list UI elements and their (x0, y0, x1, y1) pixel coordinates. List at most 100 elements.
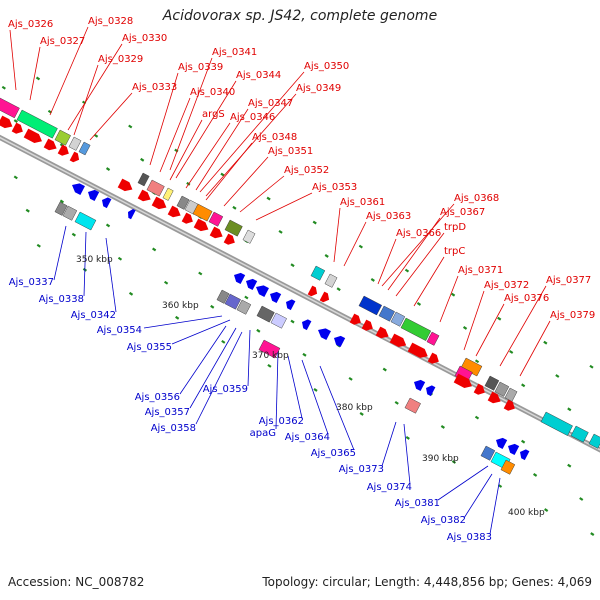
tick-dash (348, 376, 353, 381)
label-leader-lines (9, 26, 551, 535)
forward-gene-label: Ajs_0361 (340, 197, 385, 208)
kbp-label: 350 kbp (76, 255, 113, 265)
tick-dash (25, 208, 30, 213)
forward-gene-leader-line (223, 156, 269, 207)
forward-gene-label: Ajs_0352 (284, 165, 329, 176)
cog-block (216, 289, 230, 304)
forward-gene-leader-line (185, 122, 231, 189)
tick-dash (117, 256, 123, 261)
cog-block (404, 397, 421, 414)
forward-gene-leader-line (159, 97, 191, 173)
forward-gene-arrow (11, 122, 23, 134)
tick-dash (13, 119, 18, 123)
reverse-gene-arrow (234, 272, 246, 285)
tick-dash (567, 463, 572, 468)
forward-gene-leader-line (73, 64, 99, 136)
tick-dash (59, 199, 65, 204)
forward-gene-leader-line (475, 303, 505, 357)
reverse-gene-leader-line (171, 319, 231, 345)
tick-dash (186, 181, 191, 186)
reverse-gene-leader-line (319, 365, 355, 451)
reverse-gene-arrow (508, 443, 520, 456)
forward-gene-arrow (375, 326, 389, 339)
reverse-gene-label: Ajs_0373 (339, 464, 384, 475)
cog-block (176, 195, 190, 210)
forward-gene-leader-line (205, 93, 297, 197)
reverse-gene-arrow (414, 379, 426, 392)
cog-block (137, 172, 150, 187)
tick-dash (474, 415, 480, 420)
forward-gene-arrow (117, 178, 133, 192)
reverse-gene-leader-line (247, 329, 251, 387)
forward-gene-leader-line (89, 92, 133, 141)
tick-dash (589, 364, 594, 369)
tick-dash (13, 175, 18, 180)
cog-block (310, 265, 326, 281)
reverse-gene-arrow (72, 183, 85, 195)
reverse-gene-leader-line (105, 237, 117, 313)
cog-block (192, 203, 213, 222)
reverse-gene-label: Ajs_0383 (447, 532, 492, 543)
forward-gene-label: Ajs_0346 (230, 112, 275, 123)
tick-dash (128, 124, 133, 129)
forward-gene-label: Ajs_0368 (454, 193, 499, 204)
forward-gene-arrow (389, 333, 407, 348)
map-title: Acidovorax sp. JS42, complete genome (162, 8, 438, 24)
reverse-gene-arrow (520, 449, 530, 461)
forward-gene-leader-line (149, 72, 179, 166)
tick-dash (382, 367, 387, 372)
reverse-gene-label: apaG (250, 428, 276, 439)
reverse-gene-leader-line (463, 473, 493, 519)
tick-dash (267, 363, 272, 368)
forward-gene-arrow (307, 285, 318, 297)
forward-gene-arrow (69, 151, 80, 163)
forward-gene-label: Ajs_0377 (546, 275, 591, 286)
reverse-gene-leader-line (143, 315, 223, 329)
tick-dash (462, 326, 468, 330)
reverse-gene-leader-line (53, 225, 67, 281)
reverse-gene-arrow (302, 319, 312, 331)
forward-gene-arrow (319, 291, 330, 303)
forward-gene-arrow (0, 115, 13, 129)
tick-dash (244, 295, 249, 300)
reverse-gene-label: Ajs_0356 (135, 392, 180, 403)
gene-arrows (0, 115, 530, 461)
genome-summary: Topology: circular; Length: 4,448,856 bp… (262, 575, 592, 589)
tick-dash (579, 497, 584, 501)
cog-block (484, 375, 500, 391)
tick-dash (93, 133, 99, 138)
forward-gene-leader-line (205, 142, 253, 201)
forward-gene-label: Ajs_0366 (396, 228, 441, 239)
forward-gene-leader-line (395, 232, 445, 297)
tick-dash (359, 412, 364, 416)
reverse-gene-label: Ajs_0342 (71, 310, 116, 321)
forward-gene-label: Ajs_0341 (212, 47, 257, 58)
accession-text: Accession: NC_008782 (8, 575, 145, 589)
tick-dash (555, 374, 560, 378)
tick-dash (324, 253, 329, 258)
forward-gene-label: trpD (444, 222, 466, 233)
tick-dash (128, 291, 134, 296)
reverse-gene-arrow (286, 299, 296, 311)
forward-gene-arrow (453, 373, 472, 388)
cog-block (74, 211, 97, 231)
forward-gene-arrow (181, 212, 193, 224)
forward-gene-leader-line (67, 43, 123, 131)
tick-dash (290, 263, 295, 268)
cog-block (224, 219, 243, 237)
forward-gene-label: Ajs_0349 (296, 83, 341, 94)
cog-block (570, 425, 589, 443)
forward-gene-label: Ajs_0372 (484, 280, 529, 291)
tick-dash (521, 383, 526, 388)
forward-gene-label: Ajs_0330 (122, 33, 167, 44)
tick-dash (532, 473, 538, 477)
reverse-gene-arrow (256, 285, 269, 297)
forward-gene-leader-line (439, 275, 459, 323)
tick-dash (544, 508, 549, 512)
forward-gene-leader-line (377, 238, 397, 285)
forward-gene-label: Ajs_0333 (132, 82, 177, 93)
reverse-gene-arrow (88, 189, 100, 202)
reverse-gene-leader-line (195, 331, 243, 425)
cog-blocks (0, 97, 600, 475)
forward-gene-leader-line (255, 192, 313, 221)
